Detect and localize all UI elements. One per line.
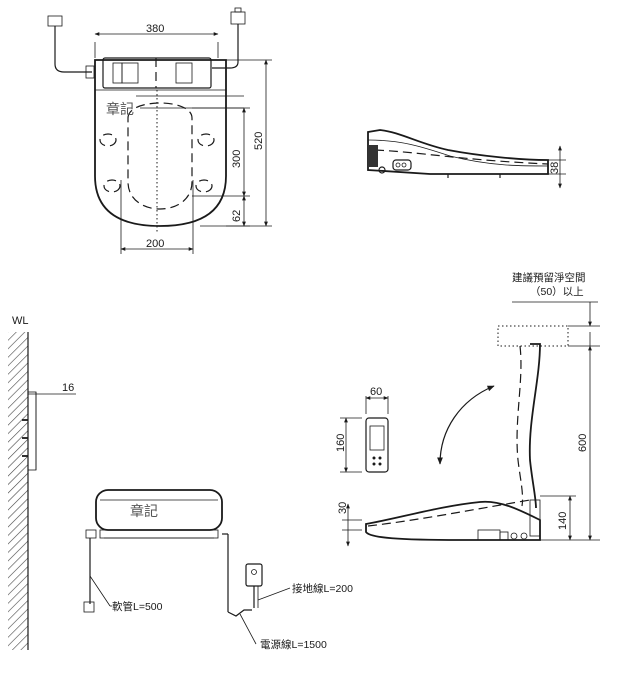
remote-width-label: 60: [370, 386, 382, 398]
closed-height-label: 38: [549, 162, 561, 174]
clearance-label-line2: （50）以上: [530, 286, 584, 298]
wl-label: WL: [12, 315, 29, 327]
wall-section: WL 16: [8, 315, 76, 650]
water-inlet-pipe: [47, 15, 95, 79]
power-connector: [212, 7, 246, 69]
dimension-hole-span: 300: [192, 107, 250, 197]
dimension-front-offset: 62: [200, 195, 250, 227]
power-cord-label: 電源線L=1500: [260, 638, 327, 651]
top-brand-text: 章記: [106, 101, 134, 117]
front-brand-text: 章記: [130, 503, 158, 519]
hose-label: 軟管L=500: [112, 600, 163, 613]
dimension-depth: 520: [226, 59, 272, 227]
width-label: 380: [146, 23, 164, 35]
closed-height-label-open: 140: [557, 512, 569, 530]
front-view: 章記 軟管L=500 接地線L=200 電源線L=1500: [83, 489, 353, 651]
side-view-closed: 38: [367, 129, 566, 189]
open-height-label: 600: [577, 434, 589, 452]
top-view: 380 章記: [47, 7, 272, 254]
seat-thickness-label: 30: [337, 502, 349, 514]
hole-span-label: 300: [231, 150, 243, 168]
bottom-width-label: 200: [146, 238, 164, 250]
seat-body: 章記: [94, 57, 244, 232]
power-cord: 接地線L=200 電源線L=1500: [222, 533, 353, 651]
dimension-bottom-width: 200: [120, 180, 194, 254]
remote-height-label: 160: [335, 434, 347, 452]
dimension-width: 380: [94, 23, 219, 58]
ground-wire-label: 接地線L=200: [292, 582, 353, 595]
remote-control: 60 160: [335, 386, 389, 473]
depth-label: 520: [253, 132, 265, 150]
hose: 軟管L=500: [83, 529, 163, 613]
bracket-label: 16: [62, 382, 74, 394]
front-offset-label: 62: [231, 210, 243, 222]
clearance-label-line1: 建議預留淨空間: [512, 271, 586, 284]
side-view-open: 建議預留淨空間 （50）以上 30 140 600: [337, 271, 600, 547]
